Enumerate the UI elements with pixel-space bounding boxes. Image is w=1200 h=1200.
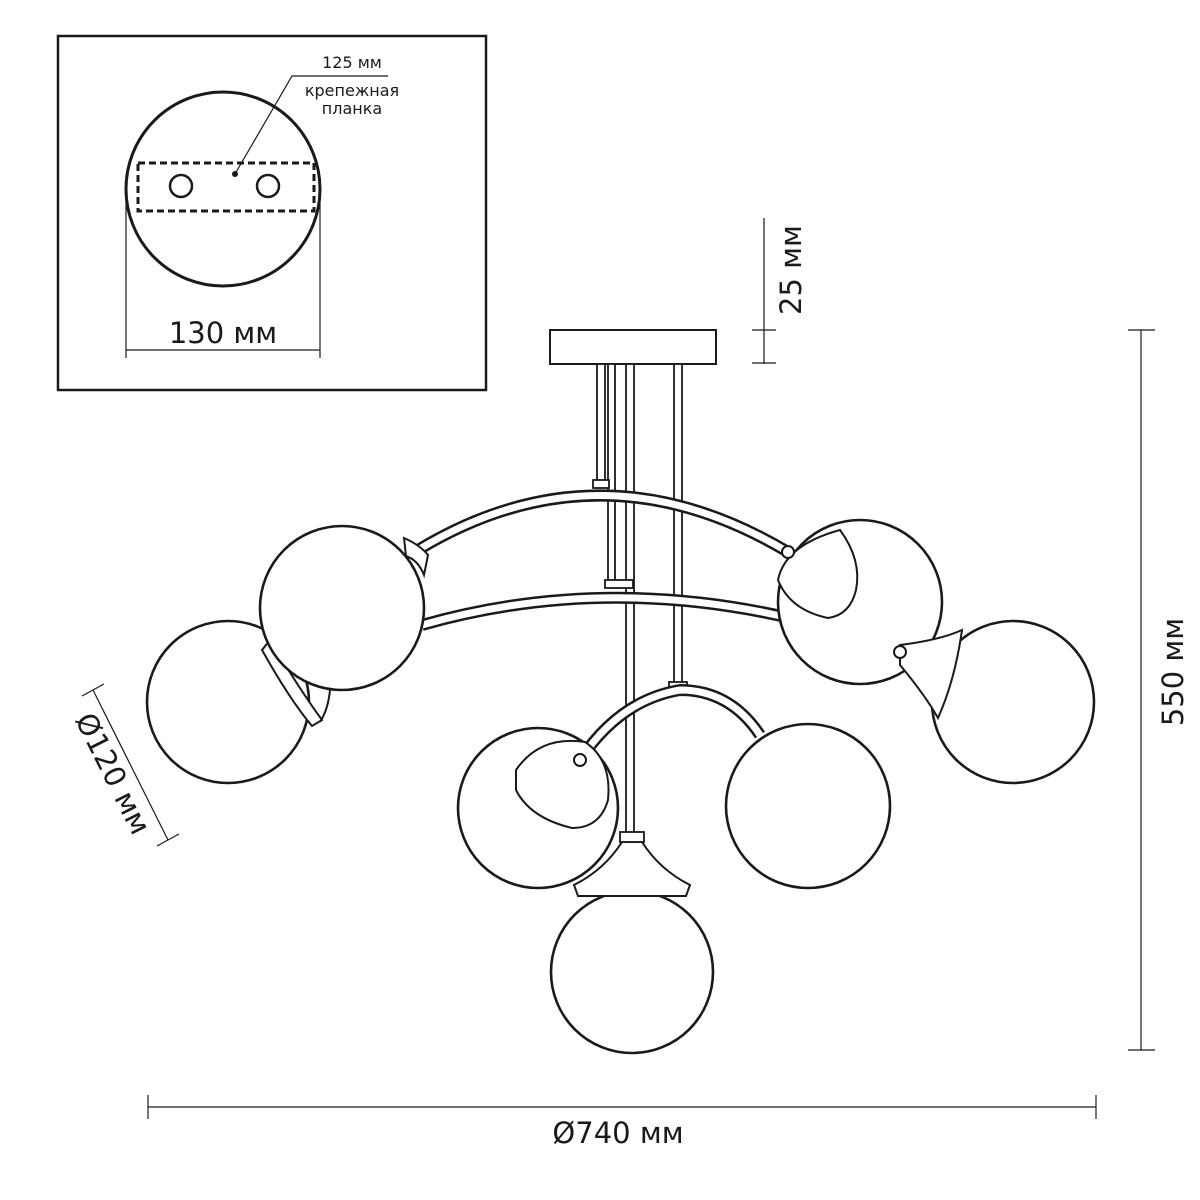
screw-hole-right — [255, 173, 281, 199]
total-height-label: 550 мм — [1156, 618, 1190, 726]
rod-collar-2 — [604, 579, 634, 589]
canopy-height-label: 25 мм — [774, 225, 808, 315]
rod-1 — [596, 363, 606, 485]
chandelier — [145, 329, 1096, 1055]
shade-dim-tick-top — [81, 683, 105, 697]
holder-bottom — [572, 841, 692, 897]
far-right-socket — [893, 645, 907, 659]
canopy-diameter-label: 130 мм — [169, 316, 277, 350]
total-diameter-dimension: Ø740 мм — [147, 1095, 1097, 1150]
canopy-circle — [124, 90, 322, 288]
rod-collar-1 — [592, 479, 610, 489]
screw-hole-left — [168, 173, 194, 199]
holder-bottom-cap — [619, 831, 645, 843]
shade-diameter-label: Ø120 мм — [68, 707, 157, 839]
leader-line — [234, 75, 388, 175]
holder-upper-left — [402, 536, 430, 579]
canopy-height-dimension: 25 мм — [752, 218, 808, 364]
holder-upper-right — [776, 528, 859, 620]
mounting-inset: 125 мм крепежная планка 130 мм — [56, 34, 488, 392]
shade-dim-tick-bottom — [156, 833, 180, 847]
shade-dim-line — [92, 689, 169, 841]
total-height-dimension: 550 мм — [1128, 329, 1190, 1051]
holder-far-right — [899, 628, 964, 721]
globe-lower-right — [724, 722, 892, 890]
canopy — [549, 329, 717, 365]
total-diameter-label: Ø740 мм — [552, 1116, 683, 1150]
upper-right-socket — [781, 545, 795, 559]
globe-bottom — [549, 889, 715, 1055]
plate-offset-label: 125 мм — [322, 53, 382, 72]
rod-2 — [607, 363, 616, 585]
plate-label-line1: крепежная — [305, 81, 399, 100]
upper-arm-fill — [416, 492, 790, 556]
lower-arm-fill — [577, 686, 763, 762]
lower-left-socket — [573, 753, 587, 767]
globe-upper-left — [258, 524, 426, 692]
mounting-bar-outline — [136, 161, 316, 213]
inset-frame — [56, 34, 488, 392]
rod-4 — [673, 363, 683, 687]
plate-label-line2: планка — [322, 99, 382, 118]
